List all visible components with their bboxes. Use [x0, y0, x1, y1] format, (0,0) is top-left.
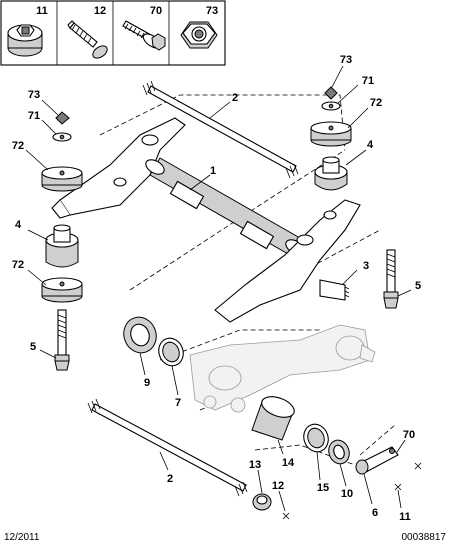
- callout-9: 9: [144, 377, 150, 389]
- left-cup-72-lower: [41, 277, 83, 303]
- lock-nut-flanged-icon: [7, 24, 43, 57]
- legend-ref-73: 73: [206, 5, 218, 17]
- callout-2-bottom: 2: [167, 473, 173, 485]
- torsion-bar-lower: [87, 398, 248, 497]
- callout-6: 6: [372, 507, 378, 519]
- callout-labels: 73 71 72 4 72 5 2 1 73 71 72 4 3 5 9 7 7…: [12, 54, 421, 523]
- callout-5-right: 5: [415, 280, 421, 292]
- rear-axle-carrier: [189, 324, 376, 413]
- left-mount-stack: [41, 111, 83, 371]
- callout-13: 13: [249, 459, 261, 471]
- torsion-bar-upper: [142, 80, 299, 179]
- callout-71-right: 71: [362, 75, 374, 87]
- callout-12: 12: [272, 480, 284, 492]
- bearing-sleeve-14: [251, 396, 295, 441]
- callout-4-right: 4: [367, 139, 374, 151]
- left-nut-73: [55, 111, 70, 125]
- callout-2-top: 2: [232, 92, 238, 104]
- fastener-legend: 11 12 70 73: [0, 0, 226, 66]
- left-cup-72-upper: [41, 166, 83, 192]
- seal-ring-10: [328, 439, 350, 465]
- left-bushing-4: [45, 224, 79, 268]
- right-nut-73: [324, 86, 338, 100]
- callout-10: 10: [341, 488, 353, 500]
- leader-lines: [25, 65, 412, 512]
- needle-bearing-15: [303, 423, 329, 453]
- hex-nut-icon: [180, 21, 218, 49]
- screw-position-markers: [282, 462, 422, 520]
- flanged-bolt-icon: [122, 20, 166, 51]
- left-bolt-5: [54, 309, 70, 371]
- legend-ref-70: 70: [150, 5, 162, 17]
- left-trailing-arm: [51, 117, 186, 219]
- right-mount-stack: [310, 86, 352, 191]
- callout-1: 1: [210, 165, 216, 177]
- callout-3: 3: [363, 260, 369, 272]
- needle-bearing-7: [158, 337, 184, 367]
- callout-72-right: 72: [370, 97, 382, 109]
- callout-72-left-top: 72: [12, 140, 24, 152]
- drawing-number: 00038817: [402, 532, 447, 543]
- legend-ref-12: 12: [94, 5, 106, 17]
- right-bolt-5: [383, 249, 399, 309]
- callout-15: 15: [317, 482, 329, 494]
- callout-14: 14: [282, 457, 295, 469]
- callout-11: 11: [399, 511, 411, 523]
- callout-71-left: 71: [28, 110, 40, 122]
- seal-ring-9: [123, 316, 157, 354]
- callout-5-left: 5: [30, 341, 36, 353]
- cross-beam-tube: [145, 157, 305, 256]
- end-plug-13: [252, 493, 272, 511]
- drawing-date: 12/2011: [4, 532, 40, 543]
- callout-72-left-bottom: 72: [12, 259, 24, 271]
- right-trailing-arm: [214, 199, 361, 323]
- callout-73-right: 73: [340, 54, 352, 66]
- end-cap-6: [355, 446, 399, 475]
- right-cup-72: [310, 121, 352, 147]
- callout-73-left: 73: [28, 89, 40, 101]
- self-tapping-screw-icon: [67, 20, 108, 59]
- right-bushing-4: [314, 156, 348, 191]
- callout-7: 7: [175, 397, 181, 409]
- callout-4-left: 4: [15, 219, 22, 231]
- callout-70: 70: [403, 429, 415, 441]
- legend-ref-11: 11: [36, 5, 48, 17]
